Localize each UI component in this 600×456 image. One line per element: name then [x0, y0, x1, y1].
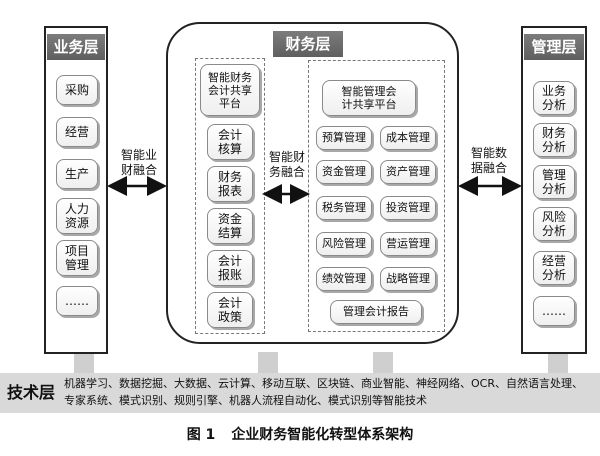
tech-layer-text: 机器学习、数据挖掘、大数据、云计算、移动互联、区块链、商业智能、神经网络、OCR… — [64, 377, 583, 407]
tech-layer-title: 技术层 — [6, 383, 55, 402]
mgmt-accounting-report: 管理会计报告 — [330, 300, 422, 324]
business-item-procurement: 采购 — [56, 75, 98, 105]
mgmt-item-tax: 税务管理 — [316, 196, 372, 220]
tech-layer-bar — [0, 373, 600, 413]
finance-layer-title: 财务层 — [273, 31, 343, 57]
finance-item-policy: 会计 政策 — [207, 292, 253, 328]
business-item-more: …… — [56, 286, 98, 316]
mgmt-item-investment: 投资管理 — [380, 196, 436, 220]
finance-item-accounting: 会计 核算 — [207, 124, 253, 160]
data-fusion-label: 智能数 据融合 — [470, 146, 507, 175]
pillar-center-right — [373, 352, 393, 374]
mgmt-item-budget: 预算管理 — [316, 126, 372, 150]
mgmt-analysis-business: 业务 分析 — [533, 81, 575, 115]
finance-fusion-label: 智能财 务融合 — [268, 150, 305, 179]
mgmt-analysis-risk: 风险 分析 — [533, 207, 575, 241]
mgmt-analysis-management: 管理 分析 — [533, 165, 575, 199]
finance-item-reports: 财务 报表 — [207, 166, 253, 202]
mgmt-item-risk: 风险管理 — [316, 232, 372, 256]
mgmt-item-strategy: 战略管理 — [380, 267, 436, 291]
figure-title: 企业财务智能化转型体系架构 — [231, 427, 414, 443]
mgmt-item-assets: 资产管理 — [380, 160, 436, 184]
management-layer-title: 管理层 — [524, 34, 584, 60]
mgmt-analysis-finance: 财务 分析 — [533, 123, 575, 157]
business-finance-fusion-label: 智能业 财融合 — [120, 148, 157, 177]
mgmt-item-cost: 成本管理 — [380, 126, 436, 150]
mgmt-item-performance: 绩效管理 — [316, 267, 372, 291]
figure-caption: 图 1 企业财务智能化转型体系架构 — [0, 424, 600, 444]
mgmt-item-operations: 营运管理 — [380, 232, 436, 256]
mgmt-analysis-more: …… — [533, 296, 575, 326]
mgmt-item-funds: 资金管理 — [316, 160, 372, 184]
figure-number: 图 1 — [186, 427, 216, 443]
pillar-right — [548, 352, 568, 374]
finance-item-settlement: 资金 结算 — [207, 208, 253, 244]
management-platform-title: 智能管理会 计共享平台 — [322, 80, 416, 116]
mgmt-analysis-operations: 经营 分析 — [533, 251, 575, 285]
pillar-left — [74, 352, 94, 374]
finance-item-reimbursement: 会计 报账 — [207, 250, 253, 286]
pillar-center-left — [258, 352, 278, 374]
business-item-project: 项目 管理 — [56, 240, 98, 276]
business-item-operations: 经营 — [56, 117, 98, 147]
business-layer-title: 业务层 — [47, 34, 105, 60]
accounting-platform-title: 智能财务 会计共享 平台 — [200, 64, 260, 116]
business-item-hr: 人力 资源 — [56, 198, 98, 234]
business-item-production: 生产 — [56, 159, 98, 189]
